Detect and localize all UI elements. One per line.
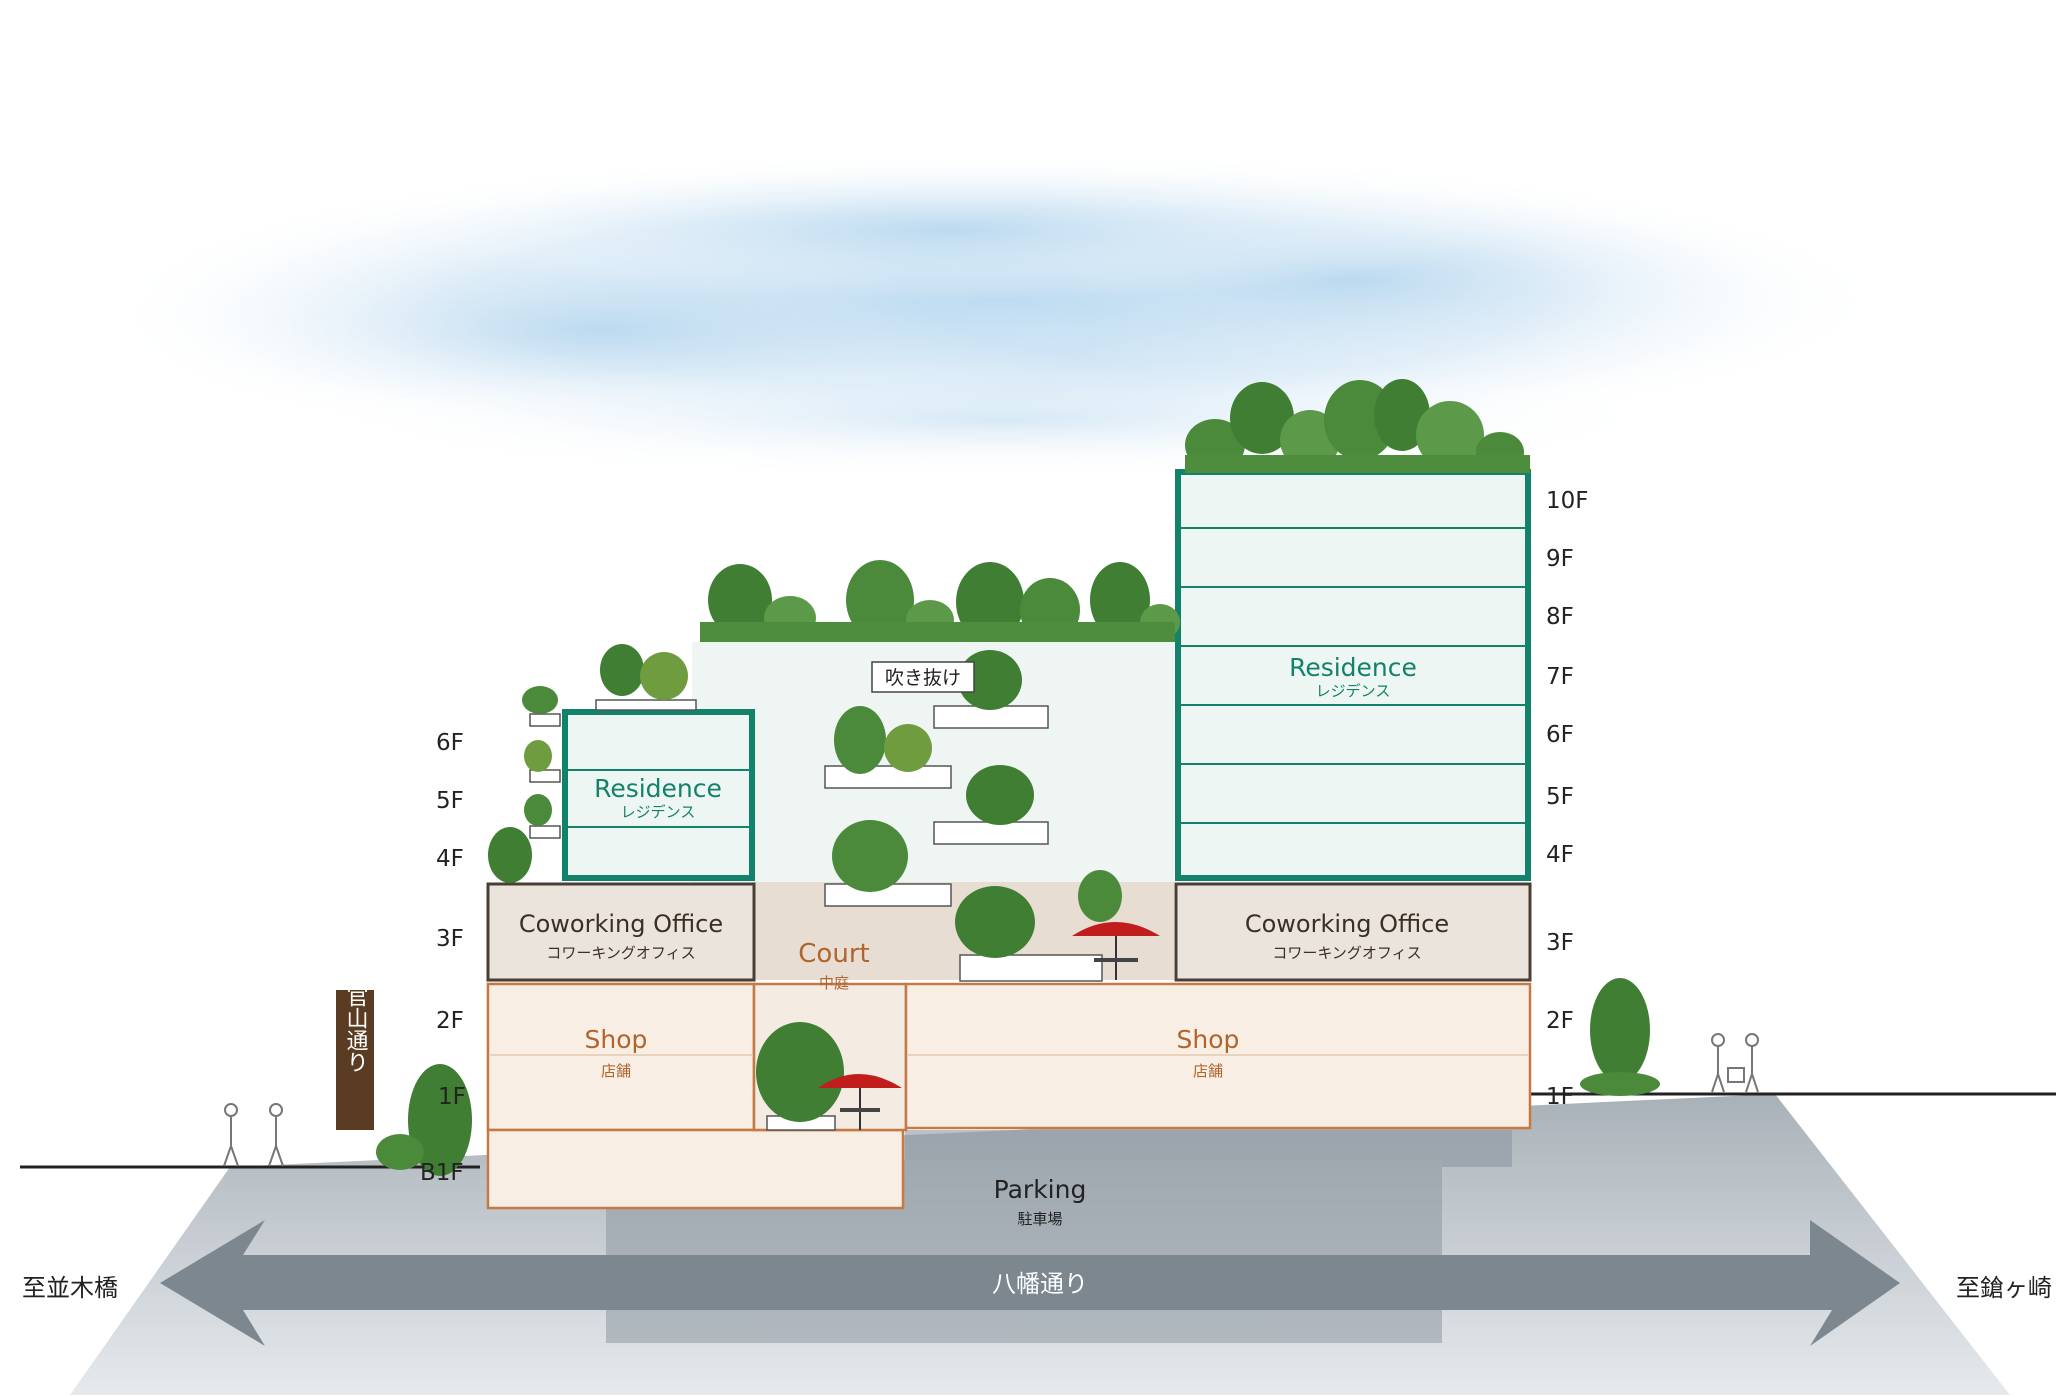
direction-left-label: 至並木橋 xyxy=(22,1274,118,1302)
ground xyxy=(20,1092,2056,1395)
coworking-right-title: Coworking Office xyxy=(1245,910,1449,938)
floor-label-left-6f: 6F xyxy=(436,730,464,756)
floor-label-left-2f: 2F xyxy=(436,1008,464,1034)
cafe-umbrellas xyxy=(818,922,1160,1130)
floor-label-right-8f: 8F xyxy=(1546,604,1574,630)
residence-left-block xyxy=(562,709,755,881)
floor-label-left-b1f: B1F xyxy=(420,1160,464,1186)
daikanyama-road-sign xyxy=(336,990,374,1130)
shop-left-block xyxy=(486,982,905,1210)
direction-right-label: 至鎗ヶ崎 xyxy=(1956,1274,2052,1302)
daikanyama-road-label: 代官山通り xyxy=(343,963,369,1073)
shop-right-subtitle: 店舗 xyxy=(1193,1062,1223,1080)
court-title: Court xyxy=(798,939,869,969)
residence-right-title: Residence xyxy=(1289,653,1417,682)
yahata-road-arrow xyxy=(160,1220,1900,1346)
coworking-left-title: Coworking Office xyxy=(519,910,723,938)
floor-label-right-7f: 7F xyxy=(1546,664,1574,690)
atrium-label: 吹き抜け xyxy=(885,667,961,689)
floor-label-right-5f: 5F xyxy=(1546,784,1574,810)
coworking-left-subtitle: コワーキングオフィス xyxy=(546,944,695,962)
sky-clouds xyxy=(100,150,1900,480)
coworking-left-block xyxy=(486,882,756,982)
floor-label-right-9f: 9F xyxy=(1546,546,1574,572)
court-subtitle: 中庭 xyxy=(819,974,849,992)
floor-labels-right: 10F 9F 8F 7F 6F 5F 4F 3F 2F 1F xyxy=(1546,488,1589,1110)
floor-label-left-4f: 4F xyxy=(436,846,464,872)
residence-left-subtitle: レジデンス xyxy=(621,803,696,821)
residence-left-title: Residence xyxy=(594,774,722,803)
shop-left-title: Shop xyxy=(585,1025,648,1054)
coworking-right-subtitle: コワーキングオフィス xyxy=(1272,944,1421,962)
floor-label-left-5f: 5F xyxy=(436,788,464,814)
floor-label-left-3f: 3F xyxy=(436,926,464,952)
residence-right-subtitle: レジデンス xyxy=(1316,682,1391,700)
parking-subtitle: 駐車場 xyxy=(1017,1210,1062,1228)
pedestrians xyxy=(223,1033,1759,1167)
shop-right-title: Shop xyxy=(1177,1025,1240,1054)
tree-canopies xyxy=(376,379,1660,1176)
floor-labels-left: 6F 5F 4F 3F 2F 1F B1F xyxy=(420,730,466,1186)
shop-left-subtitle: 店舗 xyxy=(601,1062,631,1080)
floor-label-right-4f: 4F xyxy=(1546,842,1574,868)
yahata-road-label: 八幡通り xyxy=(992,1270,1088,1298)
residence-right-block xyxy=(1175,469,1531,881)
atrium-tag-box xyxy=(871,661,975,693)
floor-label-right-10f: 10F xyxy=(1546,488,1589,514)
parking-title: Parking xyxy=(994,1175,1087,1204)
floor-label-left-1f: 1F xyxy=(438,1084,466,1110)
floor-label-right-1f: 1F xyxy=(1546,1084,1574,1110)
floor-label-right-6f: 6F xyxy=(1546,722,1574,748)
coworking-right-block xyxy=(1174,882,1532,982)
shop-right-block xyxy=(904,982,1532,1130)
floor-label-right-2f: 2F xyxy=(1546,1008,1574,1034)
floor-label-right-3f: 3F xyxy=(1546,930,1574,956)
